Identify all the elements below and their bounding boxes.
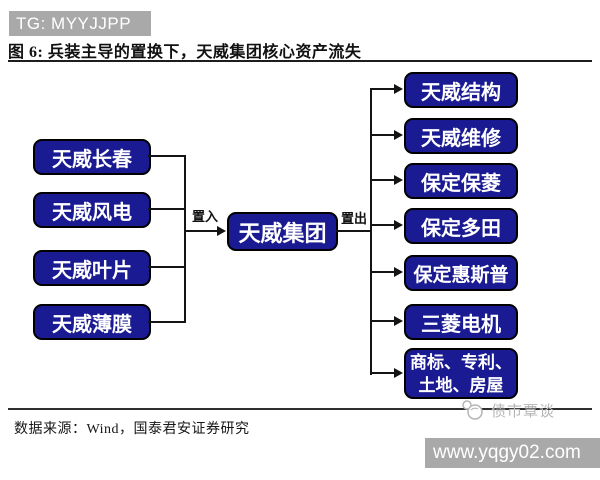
title-divider xyxy=(8,60,592,62)
input-collector-line xyxy=(184,155,186,323)
output-node-baoding-baoling: 保定保菱 xyxy=(404,163,518,199)
connector-line xyxy=(371,179,395,181)
figure-title: 图 6: 兵装主导的置换下，天威集团核心资产流失 xyxy=(8,44,362,61)
connector-line xyxy=(371,134,395,136)
output-node-assets-misc: 商标、专利、土地、房屋 xyxy=(404,348,518,399)
input-node-tianwei-bomo: 天威薄膜 xyxy=(33,304,151,340)
connector-line xyxy=(148,321,186,323)
connector-line xyxy=(371,88,395,90)
input-node-tianwei-yepian: 天威叶片 xyxy=(33,250,151,286)
brand-watermark: 债市覃谈 xyxy=(458,398,555,422)
swap-out-label: 置出 xyxy=(340,211,367,226)
brand-logo-icon xyxy=(458,399,488,421)
swap-in-arrowhead-icon xyxy=(217,226,226,236)
arrowhead-icon xyxy=(394,84,403,94)
data-source-text: 数据来源：Wind，国泰君安证券研究 xyxy=(14,422,250,437)
arrowhead-icon xyxy=(394,267,403,277)
brand-watermark-text: 债市覃谈 xyxy=(491,402,556,420)
output-node-tianwei-jiegou: 天威结构 xyxy=(404,72,518,108)
connector-line xyxy=(148,155,186,157)
output-node-sanling-dianji: 三菱电机 xyxy=(404,304,518,340)
center-node-tianwei-group: 天威集团 xyxy=(227,212,338,251)
connector-line xyxy=(371,372,395,374)
connector-line xyxy=(371,320,395,322)
arrowhead-icon xyxy=(394,368,403,378)
arrowhead-icon xyxy=(394,130,403,140)
swap-in-label: 置入 xyxy=(191,209,218,224)
connector-line xyxy=(371,224,395,226)
tg-ad-banner: TG: MYYJJPP xyxy=(9,11,151,36)
connector-line xyxy=(371,271,395,273)
arrowhead-icon xyxy=(394,220,403,230)
output-node-baoding-huisipu: 保定惠斯普 xyxy=(404,255,518,291)
arrowhead-icon xyxy=(394,316,403,326)
connector-line xyxy=(148,266,186,268)
swap-out-line xyxy=(336,230,371,232)
output-distributor-line xyxy=(370,88,372,375)
source-divider xyxy=(8,408,592,410)
output-node-baoding-duotian: 保定多田 xyxy=(404,208,518,244)
input-node-tianwei-changchun: 天威长春 xyxy=(33,139,151,175)
output-node-tianwei-weixiu: 天威维修 xyxy=(404,118,518,154)
swap-in-line xyxy=(184,230,218,232)
input-node-tianwei-fengdian: 天威风电 xyxy=(33,192,151,228)
site-watermark: www.yqgy02.com xyxy=(425,438,600,468)
connector-line xyxy=(148,208,186,210)
arrowhead-icon xyxy=(394,175,403,185)
